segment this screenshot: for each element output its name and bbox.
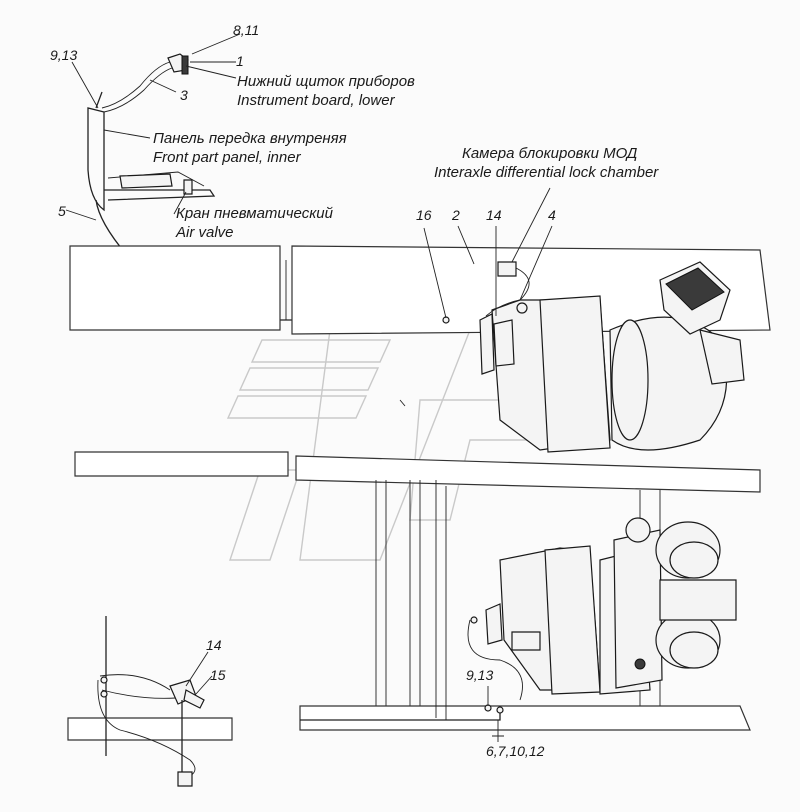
caption-chamber-ru: Камера блокировки МОД <box>462 145 638 162</box>
lower-axle-assembly <box>467 517 737 701</box>
frame-mark <box>399 399 406 407</box>
caption-instrument-en: Instrument board, lower <box>237 92 396 109</box>
label-2: 2 <box>451 207 460 223</box>
air-valve-detail <box>97 616 205 787</box>
cab-panel-assembly <box>87 53 216 212</box>
label-1: 1 <box>236 53 244 69</box>
label-9-13-bottom: 9,13 <box>466 667 493 683</box>
caption-chamber-en: Interaxle differential lock chamber <box>434 164 659 181</box>
label-14-top: 14 <box>486 207 502 223</box>
caption-panel-en: Front part panel, inner <box>153 149 302 166</box>
label-5: 5 <box>58 203 66 219</box>
label-8-11: 8,11 <box>233 22 259 38</box>
caption-instrument-ru: Нижний щиток приборов <box>237 73 415 90</box>
label-15: 15 <box>210 667 226 683</box>
caption-valve-en: Air valve <box>175 224 234 241</box>
leader-lines <box>65 33 553 742</box>
upper-axle-assembly <box>479 261 745 453</box>
middle-frame-rail <box>74 451 761 493</box>
upper-frame-rail <box>69 245 771 335</box>
caption-panel-ru: Панель передка внутреняя <box>153 130 347 147</box>
callout-labels: 9,13 8,11 1 3 5 16 2 14 4 14 15 9,13 6,7… <box>50 22 556 759</box>
label-6-7-10-12: 6,7,10,12 <box>486 743 545 759</box>
lower-frame-rail <box>67 705 751 741</box>
label-4: 4 <box>548 207 556 223</box>
label-9-13-top: 9,13 <box>50 47 77 63</box>
air-line-vertical <box>435 480 447 720</box>
label-14-bottom: 14 <box>206 637 222 653</box>
captions: Нижний щиток приборов Instrument board, … <box>153 73 659 241</box>
label-16: 16 <box>416 207 432 223</box>
caption-valve-ru: Кран пневматический <box>176 205 334 222</box>
label-3: 3 <box>180 87 188 103</box>
